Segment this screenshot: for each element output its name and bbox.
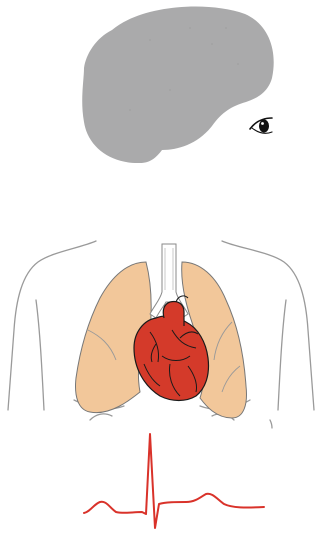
ecg-waveform-icon [84,434,264,528]
eye-icon [250,118,272,133]
brain-icon [82,7,273,163]
